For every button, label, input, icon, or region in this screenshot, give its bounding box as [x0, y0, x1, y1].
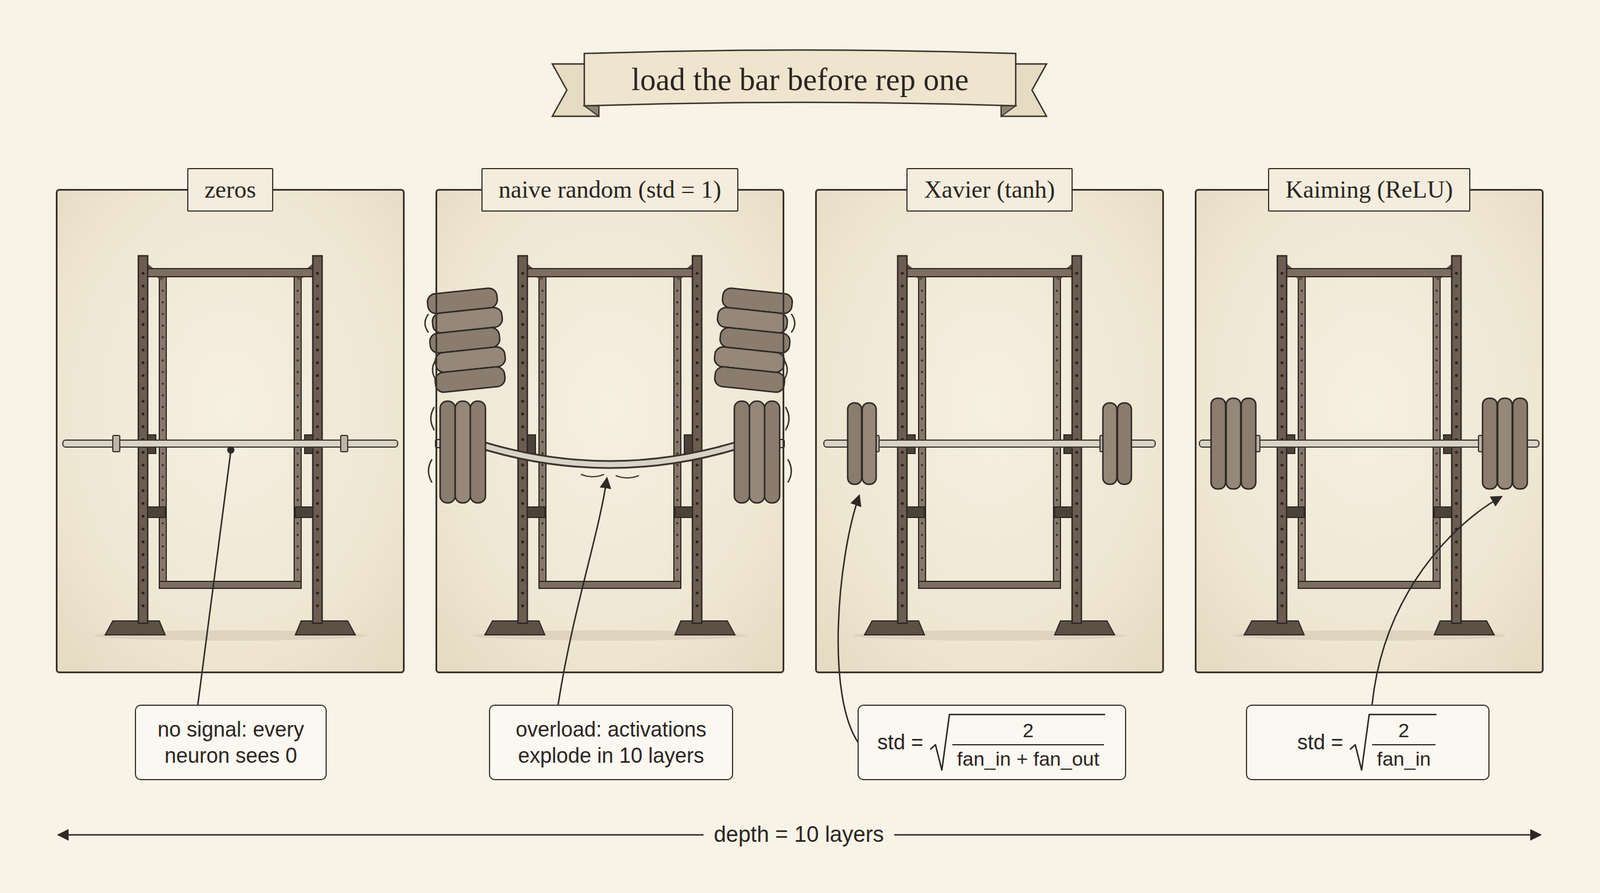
leader-arrow: [1372, 496, 1502, 705]
plate: [862, 402, 877, 485]
kaiming-barbell: [1199, 398, 1539, 489]
plate: [1512, 398, 1528, 489]
leader-arrow: [558, 477, 607, 705]
plate: [1241, 398, 1256, 489]
plate: [1102, 402, 1117, 485]
bar-collar: [112, 435, 120, 452]
squat-rack: [1232, 255, 1506, 641]
squat-rack: [473, 255, 747, 641]
init-panel: naive random (std = 1): [435, 188, 785, 674]
formula-denominator: fan_in: [1372, 744, 1436, 771]
formula-denominator: fan_in + fan_out: [952, 744, 1105, 771]
strain-lines: [580, 474, 639, 478]
overload-plates: [710, 287, 795, 503]
bent-bar: [475, 443, 745, 465]
xavier-barbell: [823, 402, 1156, 485]
bent-bar: [475, 443, 745, 465]
plate: [1117, 402, 1132, 485]
callout-box: no signal: every neuron sees 0: [134, 704, 327, 781]
panel-wash: [815, 188, 1164, 674]
plate: [847, 402, 862, 485]
fraction: 2fan_in + fan_out: [952, 718, 1105, 771]
square-root: 2fan_in: [1348, 712, 1438, 773]
plate: [1482, 398, 1498, 489]
title-ribbon: [552, 50, 1047, 117]
panel-wash: [435, 188, 785, 674]
leader-arrow: [838, 495, 860, 745]
formula-prefix: std =: [1297, 729, 1344, 755]
formula-prefix: std =: [877, 729, 924, 755]
ribbon-body: [584, 50, 1016, 106]
fraction: 2fan_in: [1372, 718, 1436, 771]
panel-wash: [55, 188, 405, 674]
callout-box: overload: activations explode in 10 laye…: [488, 704, 734, 781]
init-panel: Xavier (tanh): [815, 188, 1164, 674]
bar-collar: [340, 435, 348, 452]
overload-plates: [425, 287, 510, 503]
panel-heading: Kaiming (ReLU): [1268, 168, 1471, 212]
leader-line: [197, 451, 231, 706]
ribbon-fold: [1001, 105, 1016, 117]
panel-wash: [1194, 188, 1544, 674]
formula-numerator: 2: [952, 718, 1105, 745]
overloaded-barbell: [425, 287, 795, 503]
callout-text: overload: activations explode in 10 laye…: [502, 716, 720, 769]
plate: [1497, 398, 1513, 489]
panel-heading: naive random (std = 1): [481, 168, 739, 212]
callout-text: no signal: every neuron sees 0: [148, 716, 313, 769]
squat-rack: [852, 255, 1127, 641]
axis-label: depth = 10 layers: [703, 821, 895, 849]
leader-dot: [227, 447, 234, 453]
leader-lines: [197, 447, 1502, 745]
plate: [1211, 398, 1226, 489]
diagram-title: load the bar before rep one: [631, 61, 969, 99]
radical-stroke: [1350, 714, 1437, 771]
square-root: 2fan_in + fan_out: [929, 712, 1107, 773]
radical-stroke: [930, 714, 1106, 771]
panel-heading: zeros: [187, 168, 274, 212]
squat-rack: [93, 255, 367, 641]
formula-box: std = 2fan_in + fan_out: [857, 704, 1127, 781]
formula-numerator: 2: [1372, 718, 1436, 745]
panel-heading: Xavier (tanh): [906, 168, 1073, 212]
init-panel: Kaiming (ReLU): [1194, 188, 1544, 674]
plate: [1226, 398, 1241, 489]
ribbon-fold: [584, 105, 599, 117]
init-panel: zeros: [55, 188, 405, 674]
formula-box: std = 2fan_in: [1245, 704, 1490, 781]
